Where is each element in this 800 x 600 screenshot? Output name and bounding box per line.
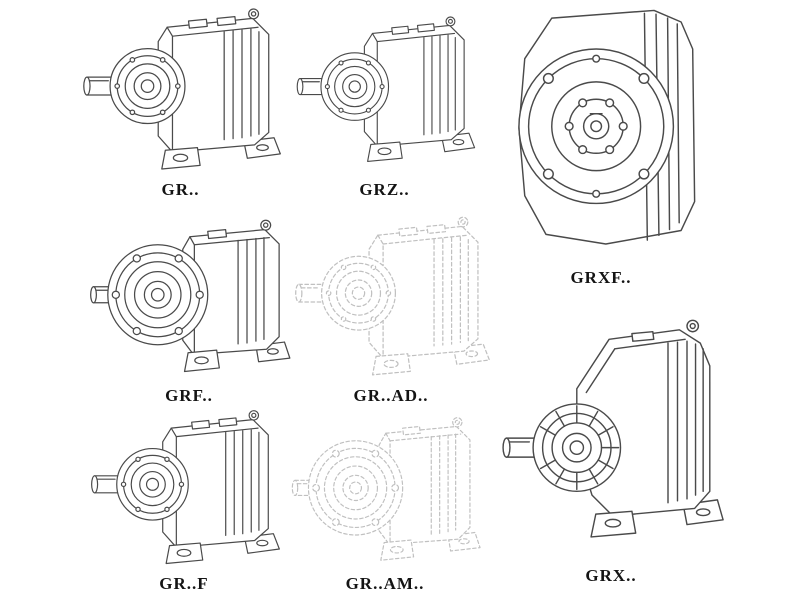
gr-gearbox-drawing	[78, 4, 283, 178]
gearbox-label-grxf: GRXF..	[570, 268, 632, 287]
grx-gearbox-drawing	[497, 298, 725, 564]
grz-gearbox-drawing	[292, 4, 477, 178]
gearbox-label-gr: GR..	[161, 180, 200, 199]
gearbox-label-grx: GRX..	[585, 566, 637, 585]
gr-ad-gearbox-drawing	[290, 212, 492, 384]
gearbox-label-grz: GRZ..	[359, 180, 410, 199]
grxf-gearbox-drawing	[490, 0, 712, 266]
gearbox-figure-gr-am: GR..AM..	[287, 408, 483, 598]
gearbox-figure-grz: GRZ..	[292, 4, 477, 204]
gearbox-figure-grxf: GRXF..	[490, 0, 712, 292]
gearbox-figure-gr-ad: GR..AD..	[290, 212, 492, 410]
gr-am-gearbox-drawing	[287, 408, 483, 572]
gearbox-label-gr-am: GR..AM..	[345, 574, 425, 593]
gearbox-figure-gr: GR..	[78, 4, 283, 204]
gearbox-label-grf: GRF..	[165, 386, 213, 405]
grf-gearbox-drawing	[85, 210, 293, 384]
gearbox-figure-grf: GRF..	[85, 210, 293, 410]
gearbox-figure-gr-f: GR..F	[80, 406, 288, 598]
gr-f-gearbox-drawing	[80, 406, 288, 572]
gearbox-figure-grx: GRX..	[497, 298, 725, 590]
gearbox-label-gr-ad: GR..AD..	[353, 386, 429, 405]
gearbox-label-gr-f: GR..F	[159, 574, 209, 593]
